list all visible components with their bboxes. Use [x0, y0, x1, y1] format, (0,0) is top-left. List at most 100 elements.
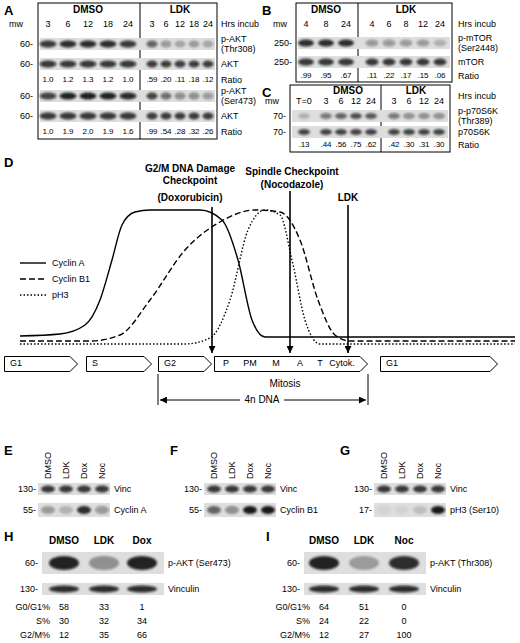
protein-band — [120, 61, 137, 68]
protein-band — [40, 113, 57, 120]
mw-marker: 130- — [282, 584, 300, 594]
protein-band — [40, 61, 57, 68]
protein-band — [225, 506, 239, 514]
time-point: 12 — [83, 19, 93, 29]
protein-label: AKT — [221, 59, 239, 69]
lane-header: DMSO — [379, 452, 389, 479]
protein-band — [60, 113, 77, 120]
time-point: 18 — [189, 19, 199, 29]
lane-header: Dox — [415, 463, 425, 479]
protein-band — [335, 113, 347, 119]
mw-marker: 130- — [18, 484, 36, 494]
protein-label: pH3 (Ser10) — [450, 505, 499, 515]
mw-label: mw — [9, 19, 23, 29]
protein-band — [95, 506, 109, 514]
time-point: 24 — [341, 19, 351, 29]
ratio-value: 1.9 — [62, 127, 73, 136]
blot-strip — [298, 56, 450, 68]
ratio-value: .11 — [175, 75, 186, 84]
table-row-label: G0/G1% — [15, 602, 50, 612]
blot-strip — [298, 37, 450, 49]
mw-label: mw — [265, 96, 279, 106]
lane-header: LDK — [354, 535, 375, 547]
axis-label: Hrs incub — [458, 91, 496, 101]
protein-label: p-mTOR (Ser2448) — [458, 33, 510, 54]
protein-label: p-AKT (Ser473) — [168, 558, 231, 568]
protein-band — [147, 113, 158, 120]
protein-band — [189, 61, 200, 68]
protein-band — [298, 113, 310, 119]
checkpoint-arrow — [289, 191, 291, 353]
protein-band — [77, 506, 91, 514]
protein-band — [80, 41, 97, 48]
blot-strip — [304, 552, 426, 574]
mitosis-stage: P — [223, 359, 229, 369]
ratio-value: .17 — [400, 71, 411, 80]
phase-label: G1 — [10, 359, 22, 369]
drug-label: LDK — [338, 192, 359, 204]
group-header: DMSO — [333, 85, 363, 97]
protein-band — [100, 93, 117, 100]
protein-band — [434, 59, 447, 66]
protein-band — [298, 129, 310, 135]
lane-header: Noc — [263, 463, 273, 479]
protein-band — [433, 113, 445, 119]
protein-band — [60, 61, 77, 68]
protein-band — [175, 113, 186, 120]
lane-header: Dox — [79, 463, 89, 479]
protein-label: Vinc — [450, 484, 467, 494]
protein-band — [147, 61, 158, 68]
table-cell: 24 — [319, 616, 329, 626]
blot-strip — [204, 483, 276, 495]
lane-header: LDK — [227, 461, 237, 479]
phase-arrow-outline — [381, 357, 498, 372]
mw-marker: 130- — [354, 484, 372, 494]
ratio-value: .20 — [160, 75, 171, 84]
protein-label: AKT — [221, 111, 239, 121]
protein-band — [349, 556, 379, 570]
expression-curve — [20, 210, 515, 341]
panel-letter: G — [340, 444, 350, 459]
protein-band — [350, 113, 362, 119]
mw-marker: 70- — [273, 127, 286, 137]
ratio-value: .11 — [367, 71, 378, 80]
expression-curve — [20, 210, 515, 344]
protein-band — [417, 59, 430, 66]
table-row-label: G0/G1% — [275, 602, 310, 612]
protein-band — [433, 129, 445, 135]
protein-band — [298, 59, 314, 66]
legend-text: pH3 — [52, 290, 69, 300]
row-label: Ratio — [458, 140, 479, 150]
phase-arrow-outline — [159, 357, 212, 372]
panel-frame — [38, 3, 217, 139]
ratio-value: .31 — [418, 140, 429, 149]
mw-marker: 60- — [20, 39, 33, 49]
protein-band — [147, 41, 158, 48]
time-point: 6 — [338, 96, 343, 106]
panel-letter: H — [4, 530, 13, 545]
mw-marker: 60- — [25, 558, 38, 568]
protein-band — [309, 586, 339, 593]
phase-arrow: S — [86, 356, 152, 372]
mw-marker: 60- — [287, 558, 300, 568]
lane-header: Noc — [395, 535, 414, 547]
protein-band — [320, 113, 332, 119]
protein-band — [147, 93, 158, 100]
protein-band — [207, 486, 221, 493]
protein-band — [338, 59, 354, 66]
protein-band — [127, 586, 157, 593]
legend-line — [20, 257, 48, 269]
protein-band — [335, 129, 347, 135]
protein-band — [89, 586, 119, 593]
protein-band — [41, 506, 55, 514]
table-cell: 0 — [401, 602, 406, 612]
legend-text: Cyclin B1 — [52, 274, 90, 284]
protein-band — [59, 486, 73, 493]
protein-band — [413, 486, 427, 493]
table-cell: 35 — [99, 630, 109, 640]
protein-band — [366, 40, 379, 47]
ratio-value: 1.2 — [62, 75, 73, 84]
time-point: 12 — [418, 19, 428, 29]
table-row-label: G2/M% — [280, 630, 310, 640]
protein-band — [309, 556, 339, 570]
